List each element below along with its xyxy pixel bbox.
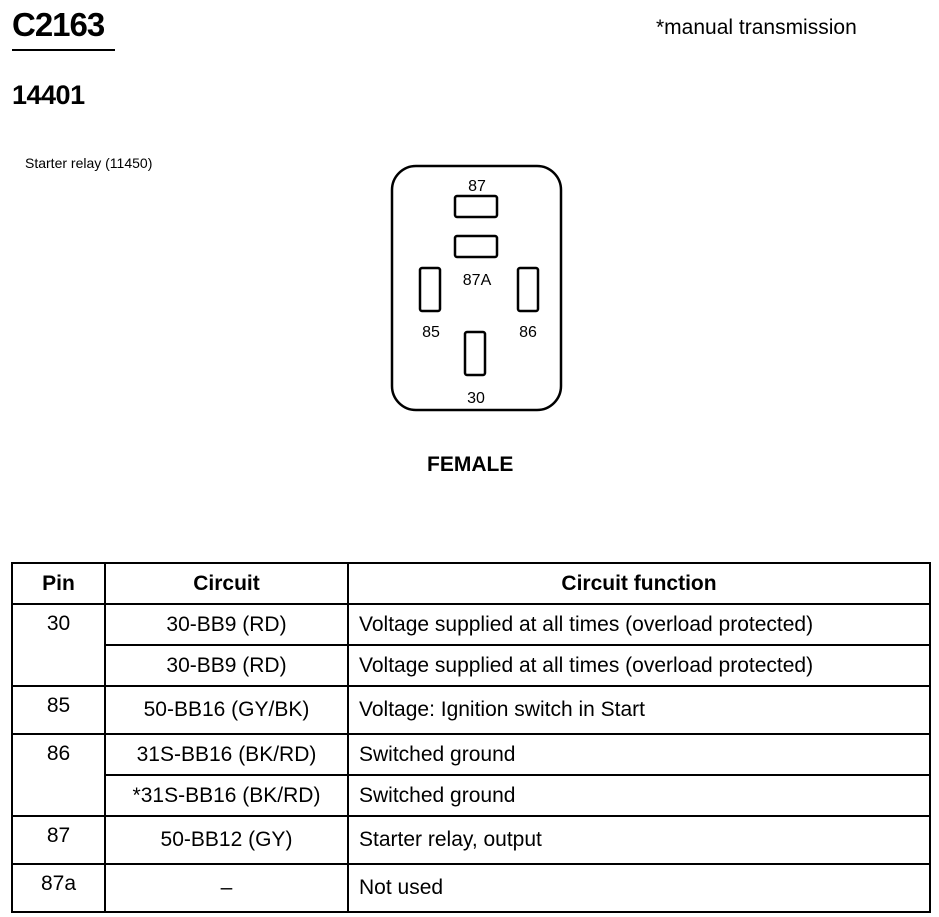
header-pin: Pin [11,562,106,605]
circuit-cell: 31S-BB16 (BK/RD) [104,733,349,776]
function-cell: Switched ground [347,733,931,776]
table-row: 87 50-BB12 (GY) Starter relay, output [11,815,931,865]
pin-label-87a: 87A [463,272,492,289]
part-number: 14401 [12,80,85,110]
pin-cell: 30 [11,603,106,687]
pin-30-terminal [463,330,487,377]
table-row: 85 50-BB16 (GY/BK) Voltage: Ignition swi… [11,685,931,735]
pin-label-86: 86 [519,324,537,341]
connector-housing [390,164,563,412]
function-cell: Voltage supplied at all times (overload … [347,603,931,646]
function-cell: Starter relay, output [347,815,931,865]
pin-label-87: 87 [468,178,486,195]
circuit-cell: – [104,863,349,913]
pin-cell: 85 [11,685,106,735]
table-row: 86 31S-BB16 (BK/RD) Switched ground [11,733,931,817]
table-header-row: Pin Circuit Circuit function [11,562,931,605]
table-row: 30 30-BB9 (RD) Voltage supplied at all t… [11,603,931,687]
header-circuit-function: Circuit function [347,562,931,605]
pin-cell: 87 [11,815,106,865]
pin-label-85: 85 [422,324,440,341]
circuit-cell: 50-BB12 (GY) [104,815,349,865]
transmission-note: *manual transmission [656,16,857,39]
table-row: *31S-BB16 (BK/RD) Switched ground [12,774,931,817]
header-circuit: Circuit [104,562,349,605]
pinout-table: Pin Circuit Circuit function 30 30-BB9 (… [11,562,931,913]
circuit-cell: *31S-BB16 (BK/RD) [104,774,349,817]
connector-id: C2163 [12,6,105,43]
function-cell: Switched ground [347,774,931,817]
circuit-cell: 50-BB16 (GY/BK) [104,685,349,735]
component-name: Starter relay (11450) [25,155,153,171]
table-row: 30-BB9 (RD) Voltage supplied at all time… [12,644,931,687]
pin-87a-terminal [453,234,499,259]
connector-face-diagram: 87 87A 85 86 30 [390,164,563,412]
pin-85-terminal [418,266,442,313]
pin-cell: 86 [11,733,106,817]
title-underline [12,49,115,51]
pin-86-terminal [516,266,540,313]
pin-label-30: 30 [467,390,485,407]
pin-cell: 87a [11,863,106,913]
circuit-cell: 30-BB9 (RD) [104,644,349,687]
table-row: 87a – Not used [11,863,931,913]
circuit-cell: 30-BB9 (RD) [104,603,349,646]
function-cell: Not used [347,863,931,913]
function-cell: Voltage: Ignition switch in Start [347,685,931,735]
function-cell: Voltage supplied at all times (overload … [347,644,931,687]
pin-87-terminal [453,194,499,219]
connector-gender: FEMALE [427,453,514,476]
